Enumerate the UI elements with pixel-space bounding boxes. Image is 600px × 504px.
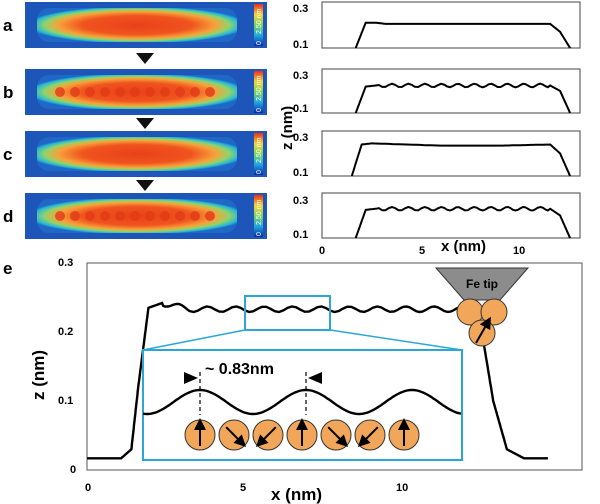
profile-frame-c bbox=[321, 130, 581, 177]
ytick-label: 0.3 bbox=[293, 3, 308, 15]
period-annotation: ~ 0.83nm bbox=[205, 361, 274, 378]
profile-line-b bbox=[354, 82, 572, 114]
wave-dots-b bbox=[55, 87, 215, 97]
tip-spin-arrow-icon bbox=[475, 316, 491, 344]
colorbar-max: 2.50 nm bbox=[256, 76, 263, 101]
panel-label-c: c bbox=[3, 145, 12, 164]
side-xlabel: x (nm) bbox=[441, 238, 486, 255]
xtick-label: 5 bbox=[419, 245, 425, 257]
ytick-label: 0.3 bbox=[293, 70, 308, 82]
ytick-label: 0.1 bbox=[293, 103, 308, 115]
xtick-label: 10 bbox=[513, 245, 525, 257]
zoom-connector bbox=[329, 329, 463, 351]
ytick-label: 0.3 bbox=[293, 132, 308, 144]
panel-label-e: e bbox=[3, 259, 12, 278]
spin-atom-chain bbox=[184, 418, 420, 451]
stm-image-a: 0 2.50 nm bbox=[25, 2, 267, 48]
xtick-label: 0 bbox=[85, 482, 91, 494]
profile-line-d bbox=[354, 205, 572, 239]
ytick-label: 0.3 bbox=[58, 257, 73, 269]
ytick-label: 0.3 bbox=[293, 195, 308, 207]
down-arrow-icon bbox=[136, 180, 154, 191]
colorbar-min: 0 bbox=[256, 41, 263, 45]
panel-label-d: d bbox=[3, 207, 13, 226]
panel-e-frame bbox=[86, 262, 583, 471]
profile-frame-d bbox=[321, 192, 581, 239]
ytick-label: 0 bbox=[70, 464, 76, 476]
down-arrow-icon bbox=[136, 53, 154, 64]
xtick-label: 0 bbox=[319, 245, 325, 257]
colorbar-max: 2.50 nm bbox=[256, 200, 263, 225]
profile-line-a bbox=[354, 21, 571, 49]
panel-e-xticks: 0 5 10 x (nm) bbox=[85, 482, 408, 504]
side-profile-plots bbox=[321, 1, 581, 239]
ytick-label: 0.1 bbox=[293, 167, 308, 179]
spin-arrow-icon bbox=[255, 426, 277, 448]
spin-arrow-icon bbox=[225, 426, 247, 448]
xtick-label: 10 bbox=[396, 482, 408, 494]
ytick-label: 0.1 bbox=[58, 395, 73, 407]
ytick-label: 0.2 bbox=[58, 326, 73, 338]
colorbar-max: 2.50 nm bbox=[256, 9, 263, 34]
panel-e-xlabel: x (nm) bbox=[271, 485, 322, 504]
ytick-label: 0.1 bbox=[293, 39, 308, 51]
panel-e-ylabel: z (nm) bbox=[29, 350, 48, 400]
xtick-label: 5 bbox=[240, 482, 246, 494]
down-arrow-icon bbox=[136, 118, 154, 129]
profile-frame-b bbox=[321, 68, 581, 114]
spin-arrow-icon bbox=[327, 426, 349, 448]
colorbar-min: 0 bbox=[256, 170, 263, 174]
stm-image-d: 0 2.50 nm bbox=[25, 193, 267, 239]
profile-frame-a bbox=[321, 1, 581, 49]
zoom-connector bbox=[142, 329, 246, 351]
stm-image-b: 0 2.50 nm bbox=[25, 69, 267, 115]
stm-image-c: 0 2.50 nm bbox=[25, 131, 267, 177]
panel-label-b: b bbox=[3, 83, 13, 102]
panel-e-profile-line bbox=[87, 301, 548, 460]
profile-line-c bbox=[350, 142, 572, 177]
spin-arrow-icon bbox=[357, 426, 379, 448]
panel-label-a: a bbox=[3, 16, 13, 35]
colorbar-max: 2.50 nm bbox=[256, 138, 263, 163]
inset-wave-line bbox=[142, 388, 462, 416]
marker-triangle-icon bbox=[184, 372, 198, 384]
fe-tip-illustration: Fe tip bbox=[434, 267, 530, 347]
colorbar-min: 0 bbox=[256, 108, 263, 112]
fe-tip-label: Fe tip bbox=[466, 277, 498, 291]
side-tick-labels: 0.3 0.1 0.3 0.1 0.3 0.1 0.3 0.1 z (nm) 0… bbox=[279, 3, 525, 257]
colorbar-min: 0 bbox=[256, 232, 263, 236]
wave-dots-d bbox=[55, 211, 215, 221]
side-ylabel: z (nm) bbox=[279, 106, 296, 150]
marker-triangle-icon bbox=[308, 372, 322, 384]
panel-e-yticks: 0.3 0.2 0.1 0 z (nm) bbox=[29, 257, 76, 476]
ytick-label: 0.1 bbox=[293, 229, 308, 241]
zoom-box bbox=[244, 295, 331, 331]
